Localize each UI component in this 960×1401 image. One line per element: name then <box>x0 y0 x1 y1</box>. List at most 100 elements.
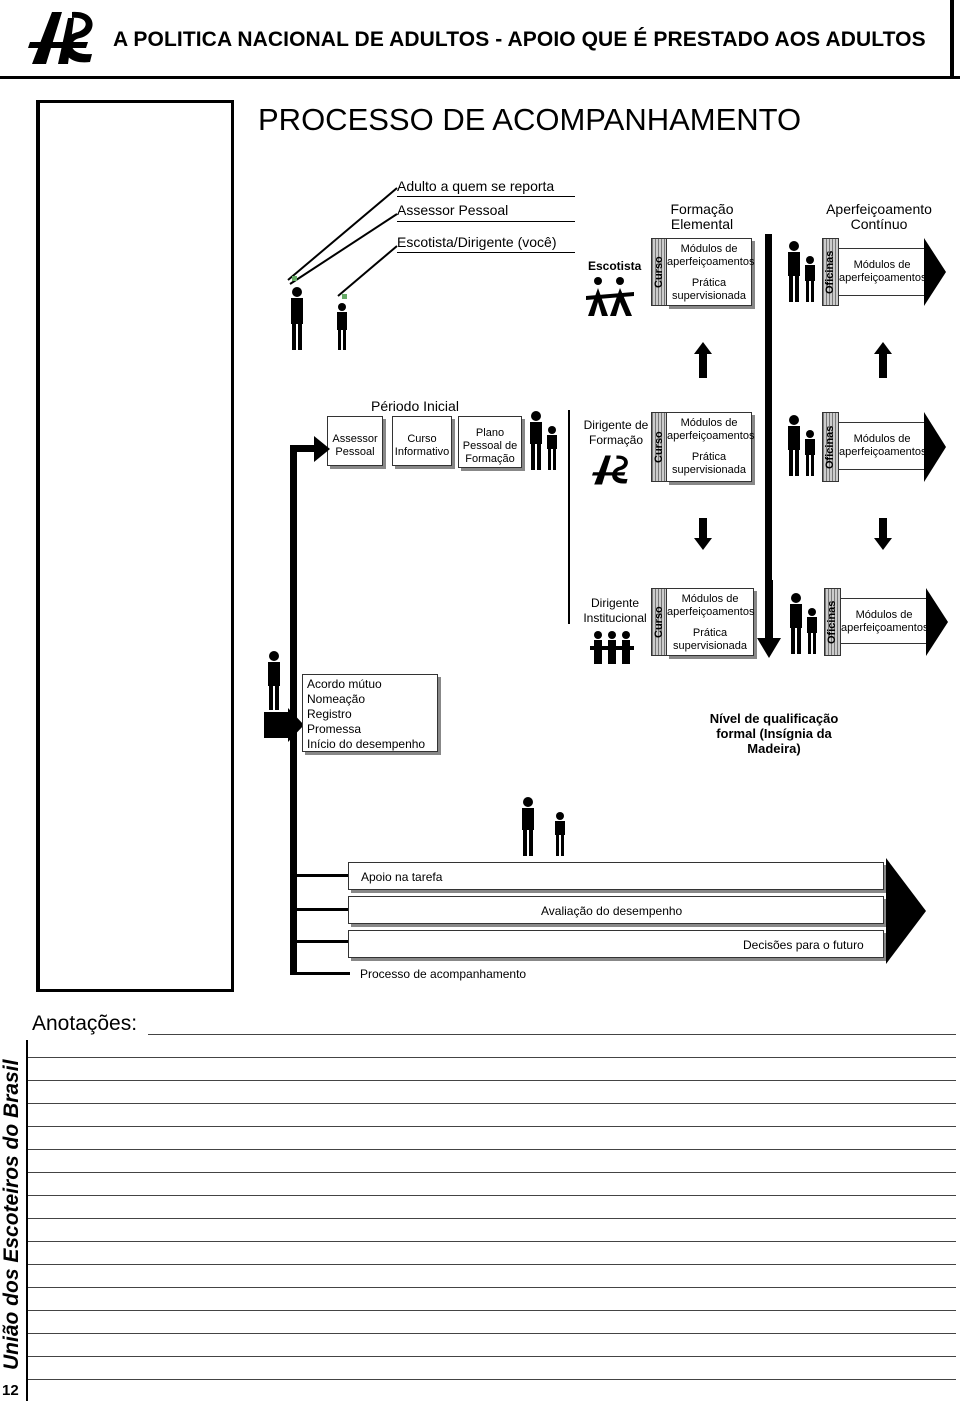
acordo-item: Registro <box>307 707 352 721</box>
arrow-right-icon <box>924 238 946 306</box>
escotista-label: Escotista <box>588 259 642 273</box>
role-connectors <box>287 187 398 299</box>
notes-line <box>28 1333 956 1334</box>
acordo-item: Promessa <box>307 722 362 736</box>
adult-child-figure-icon <box>530 411 557 470</box>
nivel-label: Nível de qualificação formal (Insígnia d… <box>709 711 839 756</box>
periodo-inicial-title: Périodo Inicial <box>371 398 459 414</box>
notes-line <box>28 1080 956 1081</box>
arrow-right-icon <box>264 708 304 742</box>
notes-line <box>28 1264 956 1265</box>
processo-text: Processo de acompanhamento <box>360 967 527 981</box>
plano-pessoal-box: Plano Pessoal de Formação <box>458 416 522 468</box>
row2-aperf-text: Módulos de aperfeiçoamentos <box>839 433 927 458</box>
row2-modules-text: Módulos de aperfeiçoamentos <box>667 417 755 442</box>
adult-child-figure-icon <box>522 797 565 856</box>
curso-label-3: Curso <box>653 606 665 638</box>
footer-rule <box>26 1040 28 1401</box>
row2-pratica-text: Prática supervisionada <box>672 451 746 476</box>
notes-line <box>28 1126 956 1127</box>
arrow-right-icon <box>290 436 330 462</box>
notes-line <box>28 1310 956 1311</box>
page-number: 12 <box>2 1382 19 1399</box>
adult-figure-icon <box>291 287 303 350</box>
row2-aperf-box: Módulos de aperfeiçoamentos <box>838 422 926 470</box>
apoio-text: Apoio na tarefa <box>361 870 443 884</box>
arrow-right-icon <box>924 412 946 482</box>
side-notes-box <box>36 100 234 992</box>
header-rule <box>0 76 960 79</box>
formacao-elemental-title: Formação Elemental <box>670 201 734 232</box>
notes-line <box>28 1379 956 1380</box>
role-underline-2 <box>397 221 575 222</box>
acordo-item: Nomeação <box>307 692 366 706</box>
dirigente-formacao-label: Dirigente de Formação <box>583 418 649 447</box>
apoio-row: Apoio na tarefa <box>348 862 884 890</box>
oficinas-label-3: Oficinas <box>826 600 838 644</box>
arrow-down-icon <box>757 580 781 658</box>
notes-line <box>28 1057 956 1058</box>
header-title: A POLITICA NACIONAL DE ADULTOS - APOIO Q… <box>113 28 926 51</box>
notes-line <box>28 1241 956 1242</box>
notes-line <box>28 1103 956 1104</box>
curso-label-1: Curso <box>653 256 665 288</box>
avaliacao-row: Avaliação do desempenho <box>348 896 884 924</box>
flow-branches <box>290 874 350 975</box>
role-escotista: Escotista/Dirigente (você) <box>397 234 557 250</box>
child-figure-icon <box>337 303 347 350</box>
role-underline-3 <box>397 252 575 253</box>
notes-line <box>28 1195 956 1196</box>
notes-label: Anotações: <box>32 1012 138 1035</box>
arrow-right-icon <box>886 858 926 964</box>
adult-figure-icon <box>268 651 280 710</box>
role-adulto: Adulto a quem se reporta <box>397 178 555 194</box>
row2-modules-box: Módulos de aperfeiçoamentos Prática supe… <box>666 412 755 482</box>
row3-aperf-text: Módulos de aperfeiçoamentos <box>841 609 929 634</box>
row1-modules-box: Módulos de aperfeiçoamentos Prática supe… <box>666 238 755 306</box>
row3-modules-box: Módulos de aperfeiçoamentos Prática supe… <box>666 588 754 656</box>
acordo-item: Início do desempenho <box>307 737 426 751</box>
branch-line <box>568 410 570 624</box>
curso-informativo-text: Curso Informativo <box>394 433 450 458</box>
adult-child-figure-icon <box>788 241 815 302</box>
oficinas-label-1: Oficinas <box>824 250 836 294</box>
row1-pratica-text: Prática supervisionada <box>672 277 746 302</box>
acordo-box: Acordo mútuo Nomeação Registro Promessa … <box>302 674 438 752</box>
logo-icon <box>592 455 628 485</box>
notes-line <box>28 1172 956 1173</box>
row1-aperf-box: Módulos de aperfeiçoamentos <box>838 248 926 296</box>
curso-informativo-box: Curso Informativo <box>392 416 452 466</box>
notes-line <box>28 1356 956 1357</box>
notes-line <box>28 1287 956 1288</box>
decisoes-row: Decisões para o futuro <box>348 930 884 958</box>
arrow-down-icon <box>874 518 892 550</box>
oficinas-label-2: Oficinas <box>824 425 836 469</box>
row1-aperf-text: Módulos de aperfeiçoamentos <box>839 259 927 284</box>
role-assessor: Assessor Pessoal <box>397 202 509 218</box>
row1-modules-text: Módulos de aperfeiçoamentos <box>667 243 755 268</box>
curso-label-2: Curso <box>653 431 665 463</box>
aperfeicoamento-title: Aperfeiçoamento Contínuo <box>826 201 932 232</box>
arrow-up-icon <box>694 342 712 378</box>
notes-line <box>28 1149 956 1150</box>
row3-pratica-text: Prática supervisionada <box>673 627 747 652</box>
dirigente-institucional-label: Dirigente Institucional <box>583 596 647 625</box>
footer-org: União dos Escoteiros do Brasil <box>0 1059 23 1370</box>
acordo-item: Acordo mútuo <box>307 677 382 691</box>
role-underline-1 <box>397 196 575 197</box>
adult-child-figure-icon <box>790 593 817 654</box>
logo-icon <box>28 11 93 64</box>
adult-child-figure-icon <box>788 415 815 476</box>
page-title: PROCESSO DE ACOMPANHAMENTO <box>258 102 802 137</box>
decisoes-text: Decisões para o futuro <box>743 938 864 952</box>
central-divider <box>765 234 772 586</box>
assessor-box: Assessor Pessoal <box>327 416 383 466</box>
notes-line <box>28 1218 956 1219</box>
avaliacao-text: Avaliação do desempenho <box>541 904 683 918</box>
scouts-group-icon <box>590 631 634 664</box>
row3-aperf-box: Módulos de aperfeiçoamentos <box>840 598 928 644</box>
assessor-box-text: Assessor Pessoal <box>332 433 378 458</box>
scouts-group-icon <box>586 277 634 316</box>
arrow-right-icon <box>926 588 948 656</box>
notes-line <box>148 1034 956 1035</box>
